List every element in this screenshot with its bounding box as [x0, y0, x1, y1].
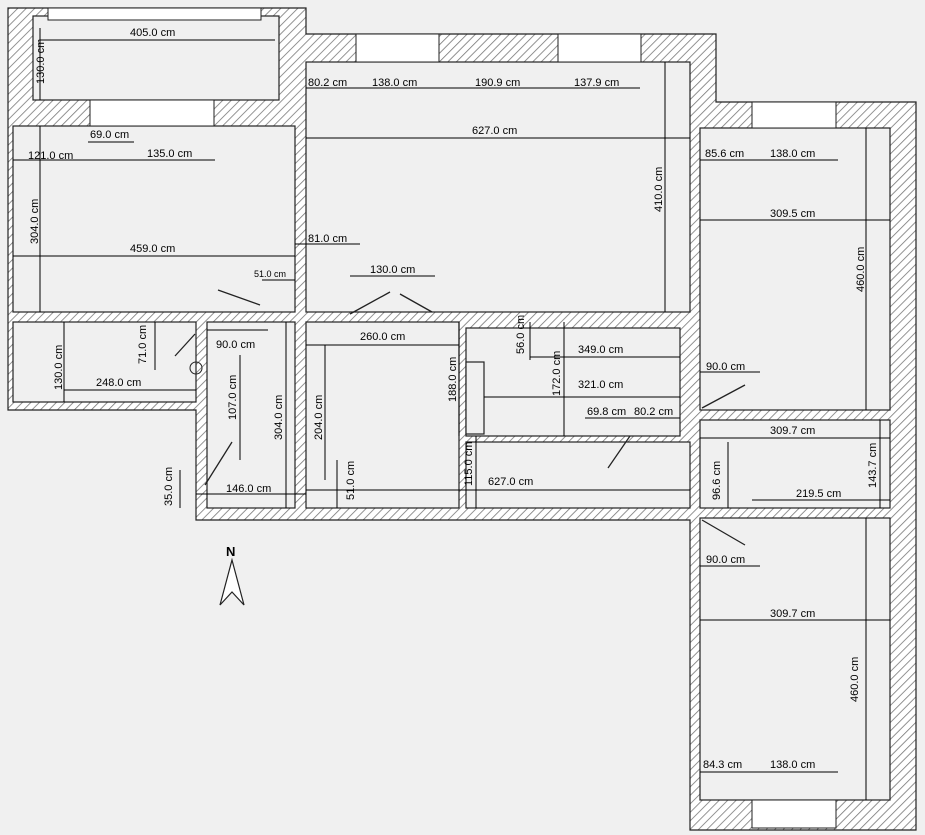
dim-label: 69.8 cm [587, 406, 626, 418]
dim-label: 51.0 cm [254, 269, 286, 279]
dim-label: 121.0 cm [28, 150, 73, 162]
room-right-bottom [699, 517, 891, 801]
window-living-2 [557, 33, 642, 63]
meter-icon [189, 361, 203, 375]
dim-label: 146.0 cm [226, 483, 271, 495]
compass-label: N [226, 544, 235, 559]
doors [174, 289, 746, 546]
door-corridor [204, 441, 233, 486]
dim-label: 304.0 cm [29, 199, 41, 244]
room-corridor-small [206, 321, 296, 509]
dim-label: 138.0 cm [770, 148, 815, 160]
dim-label: 135.0 cm [147, 148, 192, 160]
room-top-left-balcony [32, 15, 280, 101]
dim-label: 90.0 cm [216, 339, 255, 351]
dim-label: 56.0 cm [515, 315, 527, 354]
window-living-1 [355, 33, 440, 63]
dim-label: 143.7 cm [867, 443, 879, 488]
dim-label: 309.7 cm [770, 608, 815, 620]
room-right-top [699, 127, 891, 411]
dim-label: 172.0 cm [551, 351, 563, 396]
door-living [349, 291, 391, 315]
dim-label: 80.2 cm [634, 406, 673, 418]
room-corridor-long [465, 441, 691, 509]
dim-label: 81.0 cm [308, 233, 347, 245]
dim-label: 627.0 cm [472, 125, 517, 137]
dim-label: 90.0 cm [706, 554, 745, 566]
room-living-large [305, 61, 691, 313]
dim-label: 410.0 cm [653, 167, 665, 212]
dim-label: 321.0 cm [578, 379, 623, 391]
dim-label: 90.0 cm [706, 361, 745, 373]
dim-label: 459.0 cm [130, 243, 175, 255]
dim-label: 80.2 cm [308, 77, 347, 89]
room-kitchen [465, 327, 681, 437]
dim-label: 35.0 cm [163, 467, 175, 506]
dimension-lines [13, 28, 890, 800]
door-kitchen [607, 435, 631, 469]
door-living-b [399, 293, 433, 313]
window-top-left [47, 7, 262, 21]
dim-label: 304.0 cm [273, 395, 285, 440]
dim-label: 309.7 cm [770, 425, 815, 437]
dim-label: 85.6 cm [705, 148, 744, 160]
dim-label: 130.0 cm [35, 39, 47, 84]
dim-label: 460.0 cm [849, 657, 861, 702]
dim-label: 460.0 cm [855, 247, 867, 292]
door-right-bottom [701, 519, 746, 546]
dim-label: 69.0 cm [90, 129, 129, 141]
window-right-bottom [751, 799, 837, 829]
dim-label: 204.0 cm [313, 395, 325, 440]
door-left-bedroom [217, 289, 261, 306]
door-left-small [174, 333, 196, 357]
dim-label: 115.0 cm [463, 442, 475, 486]
rooms [12, 15, 891, 801]
dim-label: 130.0 cm [370, 264, 415, 276]
room-hall [305, 321, 460, 509]
windows [47, 7, 837, 829]
north-arrow-icon [219, 557, 245, 606]
dim-label: 51.0 cm [345, 461, 357, 500]
dim-label: 71.0 cm [137, 325, 149, 364]
window-right-top [751, 101, 837, 129]
dim-label: 260.0 cm [360, 331, 405, 343]
dim-label: 138.0 cm [372, 77, 417, 89]
dim-label: 107.0 cm [227, 375, 239, 420]
dim-label: 248.0 cm [96, 377, 141, 389]
dim-label: 137.9 cm [574, 77, 619, 89]
dim-label: 96.6 cm [711, 461, 723, 500]
room-left-bedroom [12, 125, 296, 313]
dim-label: 188.0 cm [447, 357, 459, 402]
dim-label: 309.5 cm [770, 208, 815, 220]
dim-label: 349.0 cm [578, 344, 623, 356]
room-right-mid [699, 419, 891, 509]
niche-kitchen [465, 361, 485, 435]
dim-label: 130.0 cm [53, 345, 65, 390]
dim-label: 84.3 cm [703, 759, 742, 771]
dim-label: 405.0 cm [130, 27, 175, 39]
window-left-bedroom [89, 99, 215, 127]
dim-label: 627.0 cm [488, 476, 533, 488]
north-compass: N [219, 544, 245, 606]
dim-label: 138.0 cm [770, 759, 815, 771]
door-right-mid [701, 384, 746, 409]
dim-label: 190.9 cm [475, 77, 520, 89]
dimension-labels: 405.0 cm 130.0 cm 80.2 cm 138.0 cm 190.9… [28, 27, 879, 771]
dim-label: 219.5 cm [796, 488, 841, 500]
